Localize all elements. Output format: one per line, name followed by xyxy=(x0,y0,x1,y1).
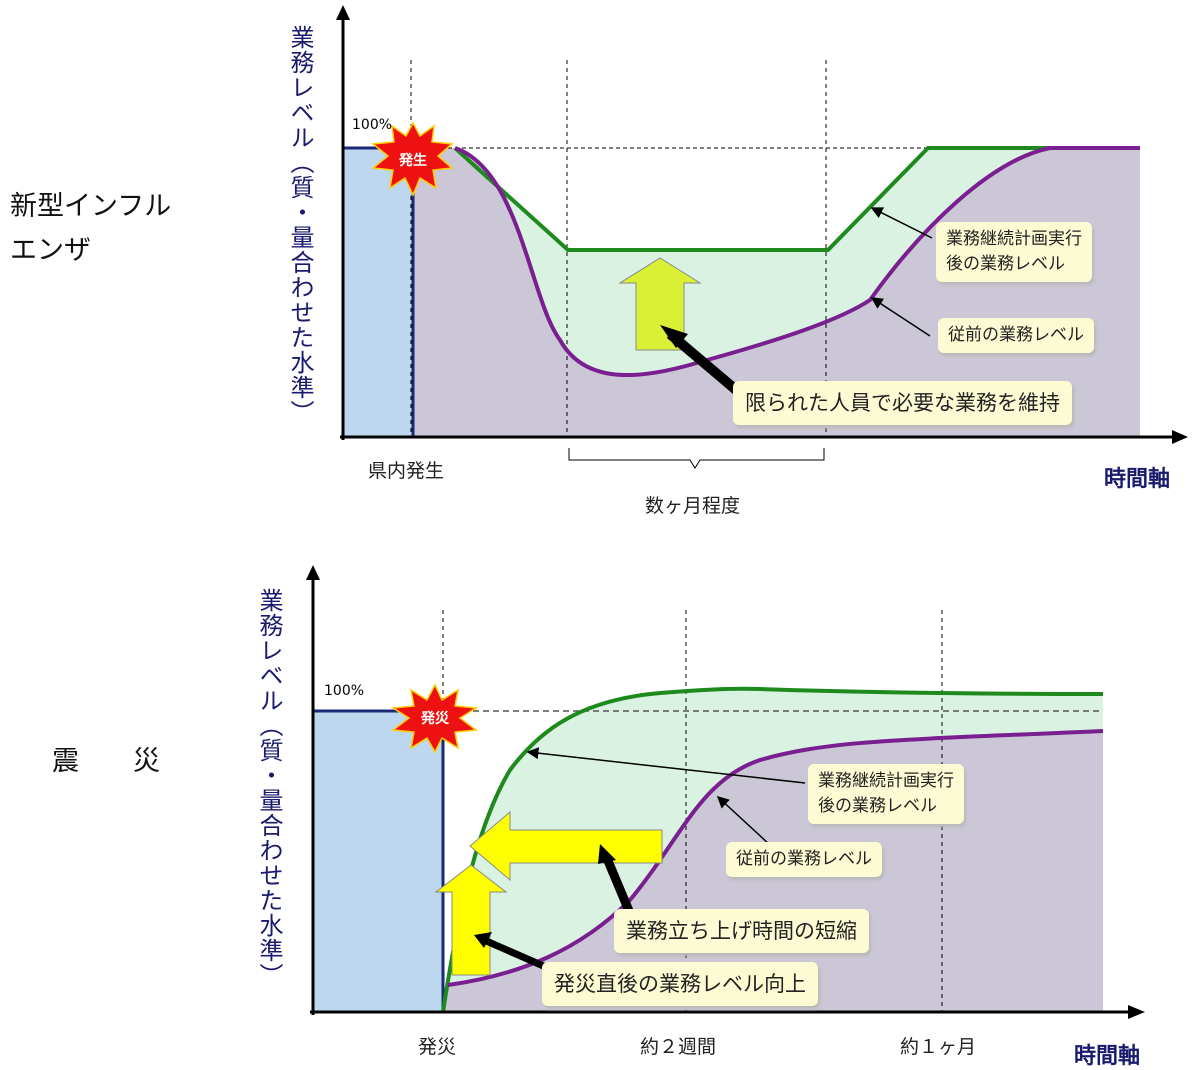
top-event-label: 県内発生 xyxy=(368,460,445,482)
top-span-bracket xyxy=(568,448,825,469)
top-side-label: 新型インフル エンザ xyxy=(10,185,171,273)
top-y-axis-arrowhead xyxy=(336,5,350,20)
bottom-prev-line xyxy=(447,729,1104,987)
bottom-100pct-label: 100% xyxy=(324,683,365,699)
top-bcp-callout-line2: 後の業務レベル xyxy=(946,254,1065,274)
bottom-x-label-2weeks: 約２週間 xyxy=(640,1036,717,1058)
bottom-bcp-callout-line1: 業務継続計画実行 xyxy=(818,771,954,791)
top-main-callout: 限られた人員で必要な業務を維持 xyxy=(733,381,1072,425)
top-x-axis-arrowhead xyxy=(1172,430,1188,444)
bottom-shorten-pointer-shaft xyxy=(601,854,637,920)
top-prev-pointer xyxy=(870,297,931,337)
bottom-x-label-1month: 約１ヶ月 xyxy=(900,1036,977,1058)
top-burst-label: 発生 xyxy=(399,153,427,169)
bottom-shorten-pointer-head xyxy=(598,844,616,864)
top-bcp-line xyxy=(453,146,1140,252)
top-prev-callout: 従前の業務レベル xyxy=(938,318,1094,353)
bottom-prev-callout: 従前の業務レベル xyxy=(726,842,882,877)
top-side-label-line1: 新型インフル xyxy=(10,191,172,222)
top-burst-icon xyxy=(371,121,454,197)
bottom-left-arrow xyxy=(469,810,663,882)
bottom-y-axis-arrowhead xyxy=(306,565,320,580)
top-chart xyxy=(336,5,1188,469)
bottom-bcp-callout: 業務継続計画実行 後の業務レベル xyxy=(808,764,964,824)
bottom-shorten-callout: 業務立ち上げ時間の短縮 xyxy=(614,909,869,953)
bottom-bcp-pointer xyxy=(526,747,806,784)
bottom-x-axis-title: 時間軸 xyxy=(1074,1044,1141,1069)
top-main-pointer-shaft xyxy=(666,330,746,399)
top-pre-event-area xyxy=(343,148,413,437)
bottom-side-label: 震 災 xyxy=(52,746,160,777)
top-prev-area xyxy=(413,148,1140,437)
top-side-label-line2: エンザ xyxy=(10,235,91,266)
bottom-burst-icon xyxy=(390,683,479,754)
bottom-up-arrow xyxy=(434,864,508,976)
top-span-label: 数ヶ月程度 xyxy=(645,495,741,517)
bottom-x-axis-arrowhead xyxy=(1128,1005,1145,1019)
top-y-axis-title: 業務レベル（質・量合わせた水準） xyxy=(286,25,314,425)
top-bcp-callout: 業務継続計画実行 後の業務レベル xyxy=(936,222,1092,282)
bottom-improve-pointer-shaft xyxy=(482,936,550,972)
top-bcp-pointer xyxy=(870,207,933,239)
bottom-burst-label: 発災 xyxy=(421,711,449,727)
top-main-pointer-head xyxy=(660,325,688,348)
top-100pct-label: 100% xyxy=(352,117,393,133)
top-x-axis-title: 時間軸 xyxy=(1104,467,1171,492)
bottom-pre-event-area xyxy=(313,711,443,1012)
top-up-arrow xyxy=(618,257,702,351)
bottom-improve-pointer-head xyxy=(474,932,492,948)
bottom-x-label-event: 発災 xyxy=(418,1036,457,1058)
bottom-bcp-line xyxy=(441,686,1104,1013)
bottom-y-axis-title: 業務レベル（質・量合わせた水準） xyxy=(255,588,283,988)
bottom-bcp-callout-line2: 後の業務レベル xyxy=(818,796,937,816)
bottom-improve-callout: 発災直後の業務レベル向上 xyxy=(542,962,818,1006)
top-bcp-callout-line1: 業務継続計画実行 xyxy=(946,229,1082,249)
bottom-prev-pointer xyxy=(716,795,771,846)
